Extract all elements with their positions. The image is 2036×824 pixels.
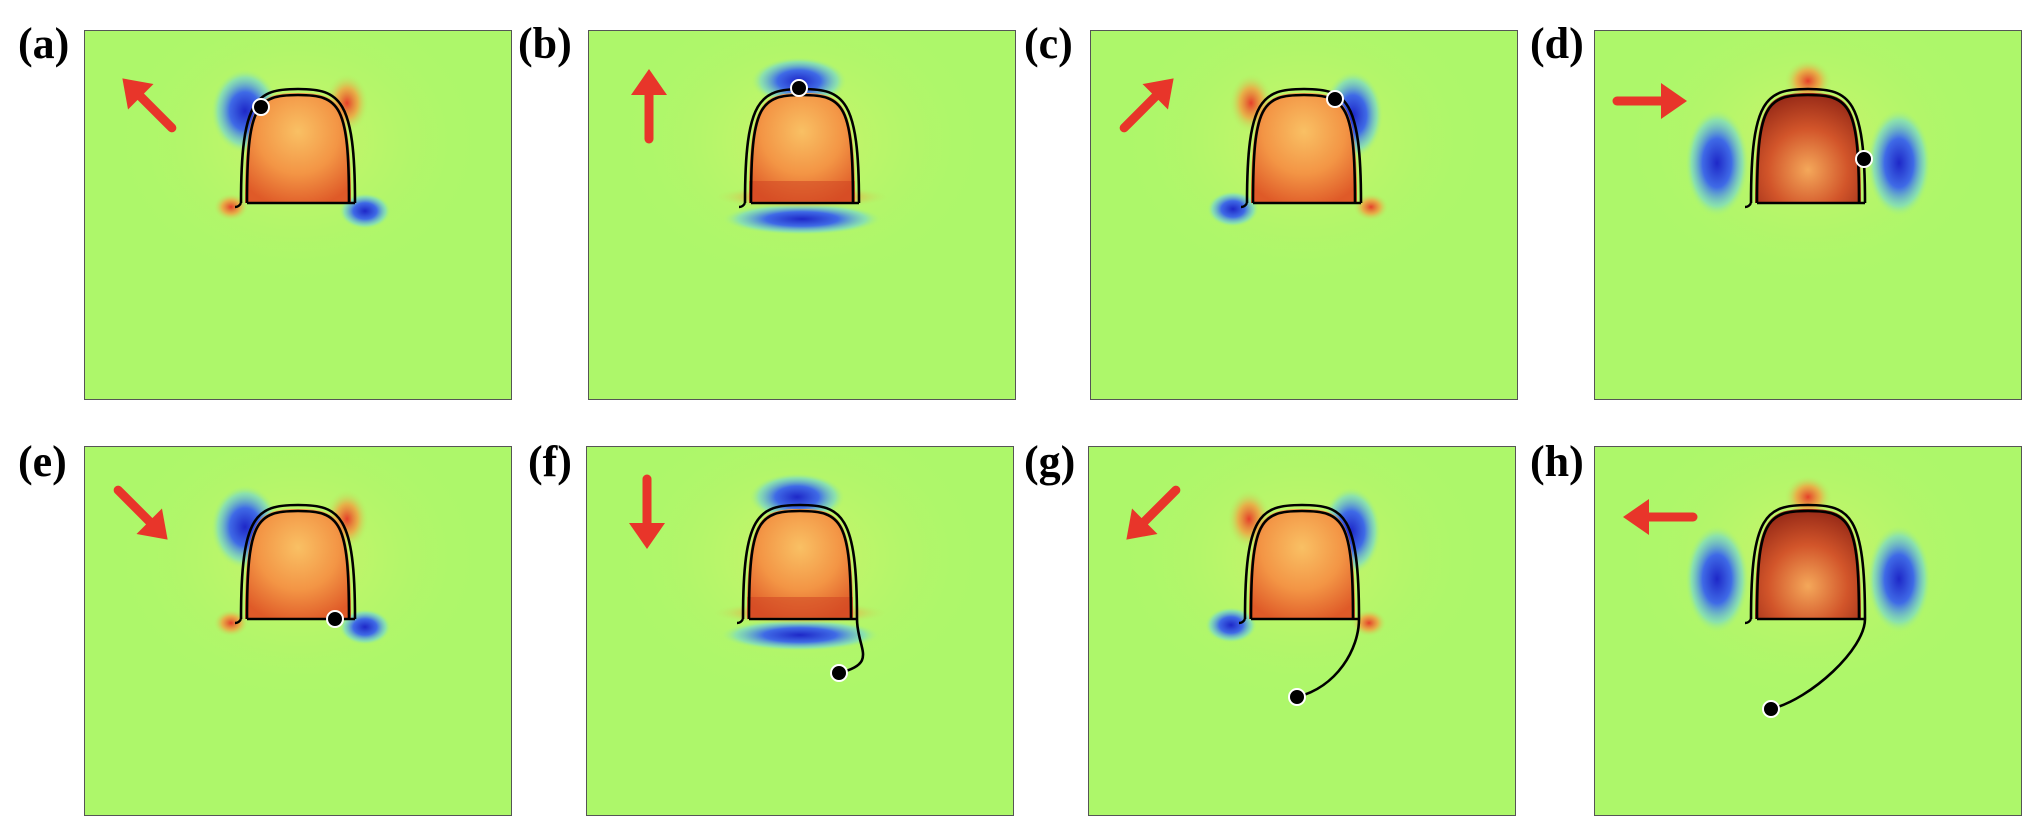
outer-arch-outline	[239, 503, 357, 620]
arch-interior	[245, 93, 351, 203]
arch-interior	[1755, 93, 1861, 203]
field-plot-g	[1089, 447, 1515, 815]
direction-arrow	[1119, 78, 1174, 133]
field-plot-a	[85, 31, 511, 399]
panel-f	[586, 446, 1014, 816]
inner-arch-outline	[747, 509, 853, 620]
hot-band	[747, 597, 853, 617]
field-plot-d	[1595, 31, 2021, 399]
outer-arch-outline	[1245, 87, 1363, 204]
foot-curl	[738, 202, 747, 209]
direction-arrow	[631, 69, 667, 144]
direction-arrow	[1612, 83, 1687, 119]
panel-label-h: (h)	[1530, 437, 1584, 486]
arch-interior	[1251, 93, 1357, 203]
arch-interior	[749, 93, 855, 203]
cold-lobe	[1867, 109, 1931, 217]
trajectory-tail	[1770, 618, 1867, 711]
inner-arch-outline	[245, 93, 351, 204]
panel-b	[588, 30, 1016, 400]
panel-label-b: (b)	[518, 19, 572, 68]
panel-label-c: (c)	[1024, 19, 1073, 68]
hot-band	[749, 181, 855, 201]
trajectory-tail	[1296, 618, 1361, 699]
cold-lobe	[720, 619, 880, 651]
field-plot-c	[1091, 31, 1517, 399]
arch-interior	[1755, 509, 1861, 619]
inner-arch-outline	[245, 509, 351, 620]
arch-interior	[747, 509, 853, 619]
direction-arrow	[1126, 485, 1181, 540]
position-dot	[326, 610, 344, 628]
outer-arch-outline	[741, 503, 859, 620]
cold-lobe	[722, 203, 882, 235]
foot-curl	[1238, 618, 1247, 625]
cold-lobe	[1685, 525, 1749, 633]
inner-arch-outline	[1755, 509, 1861, 620]
position-dot	[830, 664, 848, 682]
direction-arrow	[122, 78, 177, 133]
panel-label-g: (g)	[1024, 437, 1076, 486]
panel-label-f: (f)	[528, 437, 572, 486]
direction-arrow	[113, 485, 168, 540]
field-plot-f	[587, 447, 1013, 815]
field-plot-e	[85, 447, 511, 815]
outer-arch-outline	[1243, 503, 1361, 620]
panel-label-d: (d)	[1530, 19, 1584, 68]
position-dot	[252, 98, 270, 116]
foot-curl	[234, 202, 243, 209]
panel-d	[1594, 30, 2022, 400]
position-dot	[1855, 150, 1873, 168]
position-dot	[1762, 700, 1780, 718]
foot-curl	[1744, 202, 1753, 209]
position-dot	[1326, 90, 1344, 108]
trajectory-tail	[838, 618, 865, 675]
panel-h	[1594, 446, 2022, 816]
panel-label-e: (e)	[18, 437, 67, 486]
hot-lobe	[1784, 475, 1832, 519]
cold-lobe	[1867, 525, 1931, 633]
panel-c	[1090, 30, 1518, 400]
foot-curl	[1744, 618, 1753, 625]
position-dot	[790, 79, 808, 97]
hot-lobe	[1784, 59, 1832, 103]
inner-arch-outline	[1251, 93, 1357, 204]
panel-e	[84, 446, 512, 816]
outer-arch-outline	[1749, 503, 1867, 620]
foot-curl	[736, 618, 745, 625]
direction-arrow	[629, 474, 665, 549]
panel-label-a: (a)	[18, 19, 70, 68]
inner-arch-outline	[1755, 93, 1861, 204]
outer-arch-outline	[239, 87, 357, 204]
field-plot-h	[1595, 447, 2021, 815]
hot-lobe	[1353, 193, 1389, 221]
outer-arch-outline	[1749, 87, 1867, 204]
hot-lobe	[213, 193, 249, 221]
panel-a	[84, 30, 512, 400]
field-plot-b	[589, 31, 1015, 399]
direction-arrow	[1623, 499, 1698, 535]
arch-interior	[245, 509, 351, 619]
inner-arch-outline	[1249, 509, 1355, 620]
foot-curl	[234, 618, 243, 625]
cold-lobe	[1685, 109, 1749, 217]
hot-lobe	[213, 609, 249, 637]
position-dot	[1288, 688, 1306, 706]
panel-g	[1088, 446, 1516, 816]
foot-curl	[1240, 202, 1249, 209]
arch-interior	[1249, 509, 1355, 619]
